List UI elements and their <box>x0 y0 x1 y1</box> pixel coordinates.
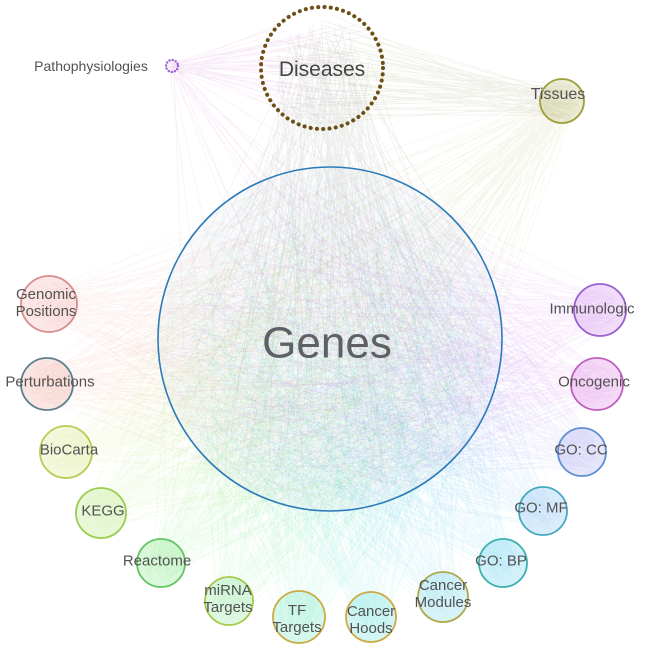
edge-bundle-diseases-pathophysiologies <box>167 21 368 125</box>
node-reactome[interactable] <box>136 538 186 588</box>
node-tissues[interactable] <box>539 78 585 124</box>
edge-bundle-genes-cancer-modules <box>175 172 486 615</box>
node-pathophysiologies[interactable] <box>164 58 180 74</box>
edge-bundle-genes-kegg <box>81 179 478 533</box>
node-cancer-hoods[interactable] <box>345 591 397 643</box>
edge-bundle-genes-oncogenic <box>167 174 617 506</box>
edge-bundle-genes-tf-targets <box>171 192 488 636</box>
node-go-cc[interactable] <box>557 427 607 477</box>
node-genomic-positions[interactable] <box>20 275 78 333</box>
node-diseases[interactable] <box>259 5 385 131</box>
node-immunologic[interactable] <box>573 283 627 337</box>
edge-bundle-diseases-tissues <box>262 14 579 125</box>
node-go-mf[interactable] <box>518 486 568 536</box>
node-tf-targets[interactable] <box>272 590 326 644</box>
edge-bundle-genes-go-mf <box>164 182 562 530</box>
node-biocarta[interactable] <box>39 425 93 479</box>
edge-bundle-genes-immunologic <box>165 182 621 496</box>
node-mirna-targets[interactable] <box>204 576 254 626</box>
edge-bundle-genes-reactome <box>142 175 495 583</box>
edge-bundle-genes-tissues <box>179 85 580 496</box>
node-go-bp[interactable] <box>478 538 528 588</box>
node-cancer-modules[interactable] <box>417 571 469 623</box>
node-perturbations[interactable] <box>20 357 74 411</box>
edge-bundle-genes-go-cc <box>170 173 602 488</box>
node-kegg[interactable] <box>75 487 127 539</box>
edge-bundle-genes-perturbations <box>27 178 492 497</box>
node-genes[interactable] <box>157 166 503 512</box>
edge-bundle-genes-pathophysiologies <box>167 62 492 460</box>
edge-bundle-genes-genomic-positions <box>28 184 497 501</box>
edge-bundle-genes-diseases <box>180 23 494 497</box>
edge-bundle-genes-cancer-hoods <box>171 176 497 635</box>
edge-bundle-genes-biocarta <box>46 187 491 498</box>
edge-bundle-genes-go-bp <box>183 171 522 582</box>
node-oncogenic[interactable] <box>570 357 624 411</box>
